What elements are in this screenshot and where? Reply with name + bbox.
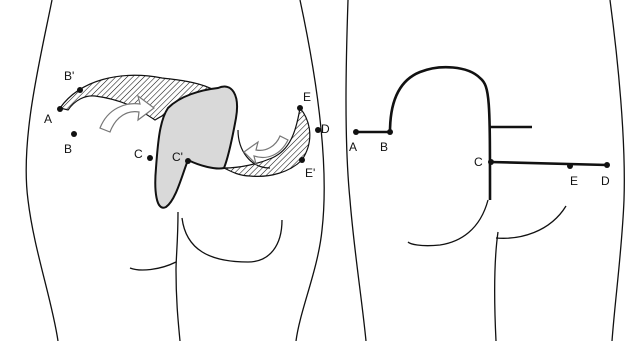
label-D-right: D bbox=[601, 174, 610, 188]
label-B-prime: B' bbox=[64, 69, 74, 83]
point-E-right bbox=[567, 163, 573, 169]
label-C-prime: C' bbox=[172, 150, 183, 164]
point-C-right bbox=[488, 159, 494, 165]
point-A bbox=[57, 106, 63, 112]
point-C bbox=[147, 155, 153, 161]
label-C: C bbox=[134, 147, 143, 161]
label-E-right: E bbox=[570, 174, 578, 188]
right-panel: A B C E D bbox=[346, 0, 624, 341]
point-C-prime bbox=[185, 158, 191, 164]
point-D-right bbox=[604, 162, 610, 168]
label-E: E bbox=[303, 90, 311, 104]
point-E bbox=[297, 105, 303, 111]
point-E-prime bbox=[299, 157, 305, 163]
label-C-right: C bbox=[474, 155, 483, 169]
point-B-prime bbox=[77, 87, 83, 93]
left-panel: A B' B C C' E D E' bbox=[26, 0, 330, 341]
point-B bbox=[71, 131, 77, 137]
point-A-right bbox=[353, 129, 359, 135]
label-E-prime: E' bbox=[305, 166, 315, 180]
label-B: B bbox=[64, 142, 72, 156]
right-body-outline bbox=[346, 0, 624, 341]
point-B-right bbox=[387, 129, 393, 135]
label-B-right: B bbox=[380, 140, 388, 154]
label-D: D bbox=[321, 122, 330, 136]
label-A-right: A bbox=[349, 140, 357, 154]
label-A: A bbox=[44, 112, 52, 126]
